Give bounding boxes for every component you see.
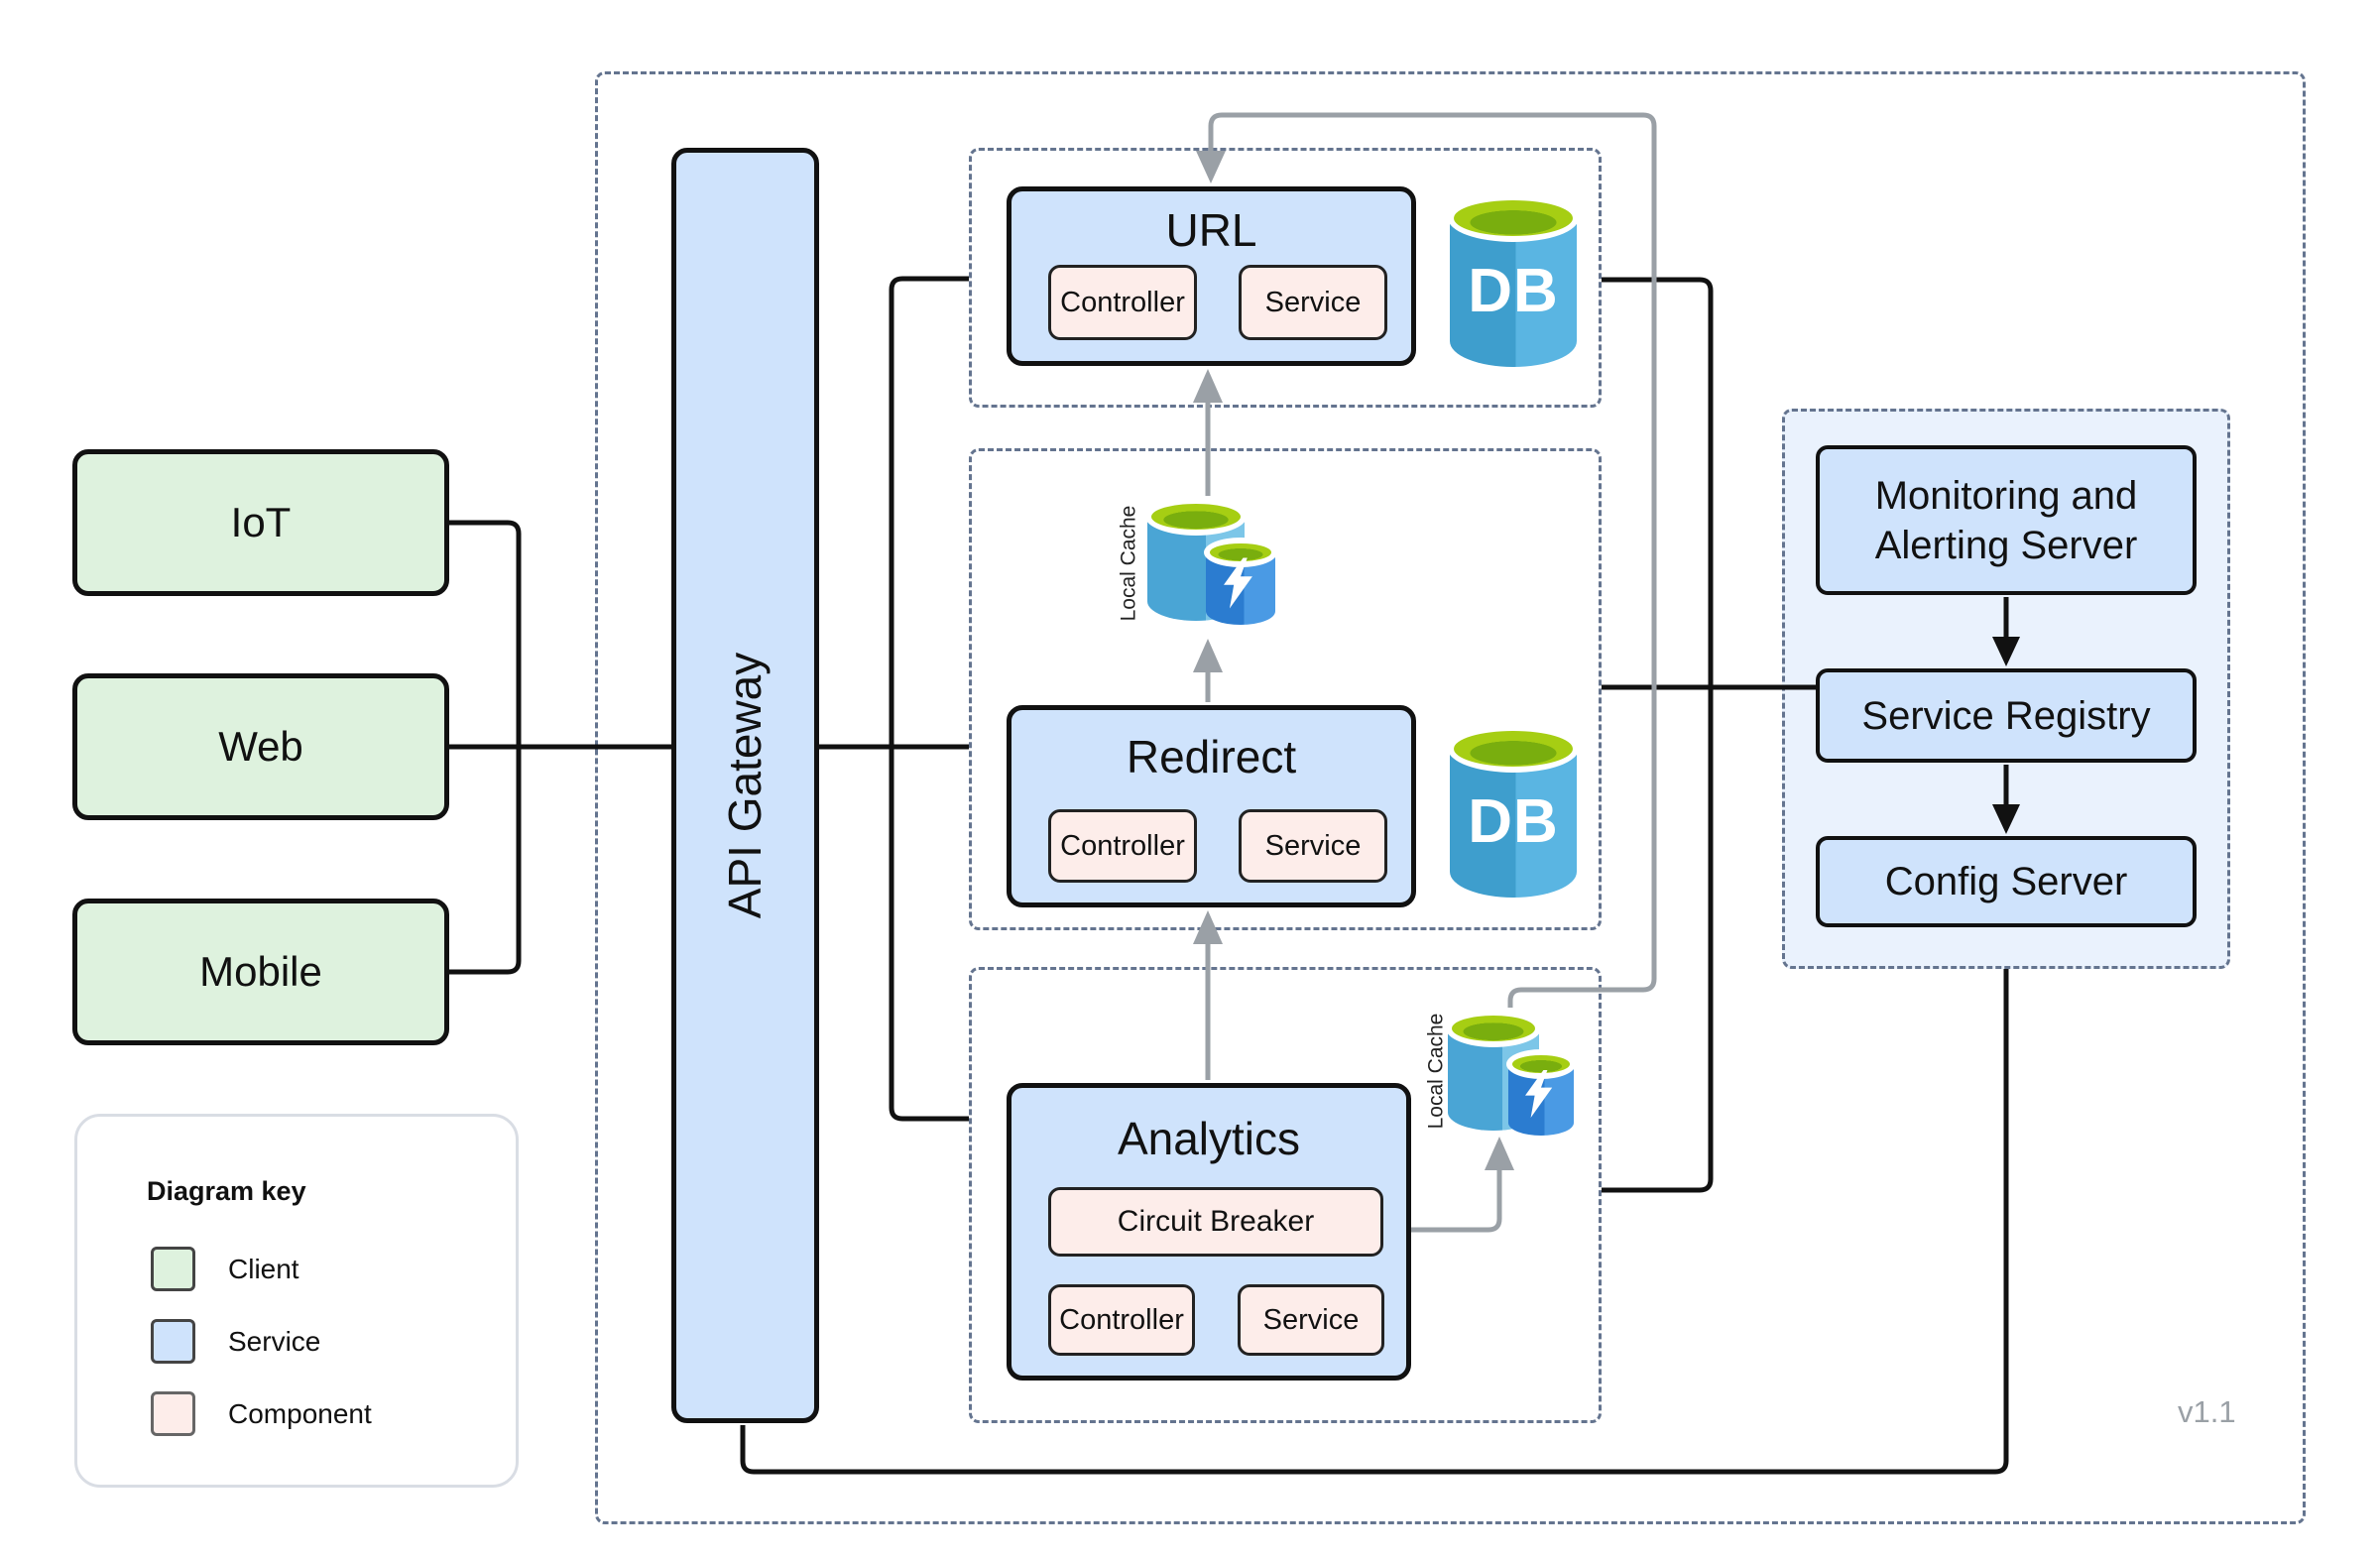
infra-label: Monitoring and Alerting Server [1874, 473, 2138, 567]
analytics-cache-bolt-cylinder [1506, 1049, 1576, 1136]
diagram-key-panel [74, 1114, 519, 1488]
api-gateway-node [671, 148, 819, 1423]
redirect-service-component: Service [1239, 809, 1387, 883]
service-title: URL [1165, 204, 1257, 256]
component-label: Controller [1059, 1303, 1184, 1336]
redirect-database-icon: DB [1448, 725, 1579, 898]
service-registry-node: Service Registry [1816, 668, 2197, 763]
key-swatch-component [151, 1391, 195, 1436]
key-label-service: Service [228, 1325, 321, 1357]
key-label-client: Client [228, 1253, 299, 1284]
cache-cylinder-top [1145, 498, 1247, 536]
key-label-component: Component [228, 1397, 372, 1429]
url-service-node: URL Controller Service [1007, 186, 1416, 366]
infra-label: Config Server [1884, 860, 2128, 903]
config-server-node: Config Server [1816, 836, 2197, 927]
db-label: DB [1468, 257, 1559, 325]
client-node-iot: IoT [72, 449, 449, 596]
component-label: Controller [1060, 286, 1185, 318]
db-cylinder-top [1448, 725, 1579, 773]
key-swatch-service [151, 1319, 195, 1364]
component-label: Controller [1060, 829, 1185, 862]
clients-trunk-line [449, 520, 522, 975]
service-title: Analytics [1117, 1113, 1301, 1164]
redirect-cache-bolt-cylinder [1204, 538, 1277, 625]
analytics-service-component: Service [1238, 1284, 1384, 1356]
redirect-cache-label: Local Cache [1117, 505, 1140, 622]
key-swatch-client [151, 1247, 195, 1291]
monitoring-alerting-server-node: Monitoring and Alerting Server [1816, 445, 2197, 595]
analytics-circuit-breaker-component: Circuit Breaker [1048, 1187, 1383, 1257]
client-label: Mobile [199, 948, 322, 995]
cache-cylinder-top [1204, 538, 1277, 567]
api-gateway-label: API Gateway [719, 652, 771, 919]
url-database-icon: DB [1448, 194, 1579, 367]
cache-cylinder-top [1446, 1010, 1541, 1047]
db-cylinder-top [1448, 194, 1579, 242]
redirect-controller-component: Controller [1048, 809, 1197, 883]
analytics-controller-component: Controller [1048, 1284, 1195, 1356]
component-label: Service [1264, 829, 1362, 862]
version-label: v1.1 [2178, 1394, 2236, 1429]
system-boundary [595, 71, 2306, 1524]
component-label: Service [1264, 286, 1362, 318]
lightning-bolt-icon [1224, 557, 1252, 609]
url-service-component: Service [1239, 265, 1387, 340]
lightning-bolt-icon [1525, 1070, 1553, 1119]
infra-label: Service Registry [1861, 693, 2151, 738]
client-node-web: Web [72, 673, 449, 820]
client-label: IoT [230, 499, 292, 545]
db-label: DB [1468, 787, 1559, 856]
redirect-service-node: Redirect Controller Service [1007, 705, 1416, 907]
service-title: Redirect [1126, 731, 1297, 782]
analytics-service-node: Analytics Circuit Breaker Controller Ser… [1007, 1083, 1411, 1381]
component-label: Circuit Breaker [1117, 1205, 1315, 1238]
client-node-mobile: Mobile [72, 899, 449, 1045]
url-controller-component: Controller [1048, 265, 1197, 340]
diagram-key-title: Diagram key [147, 1176, 306, 1206]
client-label: Web [218, 723, 303, 770]
component-label: Service [1262, 1303, 1360, 1336]
